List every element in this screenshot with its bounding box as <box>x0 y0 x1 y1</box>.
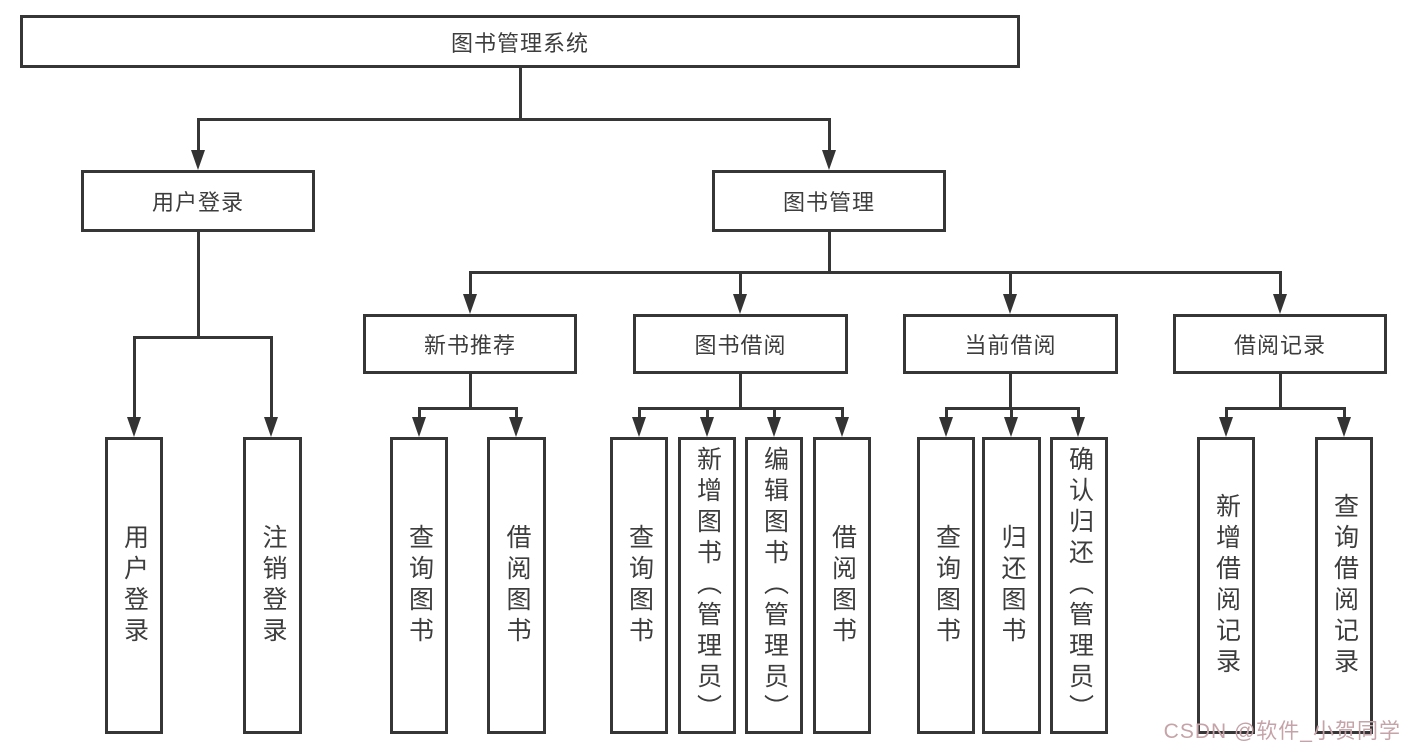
leaf-bb-edit-books-admin-label: 编辑图书（管理员） <box>760 446 789 725</box>
leaf-br-add-record-label: 新增借阅记录 <box>1212 492 1241 679</box>
arrow-down-icon <box>822 150 836 170</box>
leaf-cb-return-books: 归还图书 <box>982 437 1041 734</box>
node-borrow-records: 借阅记录 <box>1173 314 1387 374</box>
leaf-user-login-label: 用户登录 <box>120 523 149 648</box>
connector-drop-bb-borrow <box>841 407 844 419</box>
connector-borrow-records-bar <box>1225 407 1344 410</box>
arrow-down-icon <box>463 294 477 314</box>
leaf-bb-add-books-admin-label: 新增图书（管理员） <box>693 446 722 725</box>
arrow-down-icon <box>1273 294 1287 314</box>
arrow-down-icon <box>700 417 714 437</box>
leaf-nb-borrow-books: 借阅图书 <box>487 437 546 734</box>
connector-drop-cb-return <box>1010 407 1013 419</box>
leaf-br-query-record: 查询借阅记录 <box>1315 437 1373 734</box>
leaf-bb-borrow-books: 借阅图书 <box>813 437 871 734</box>
arrow-down-icon <box>127 417 141 437</box>
connector-book-borrow-bar <box>638 407 844 410</box>
leaf-nb-borrow-books-label: 借阅图书 <box>503 523 531 648</box>
leaf-bb-borrow-books-label: 借阅图书 <box>828 523 857 648</box>
connector-new-book-bar <box>418 407 518 410</box>
leaf-cb-confirm-return-admin: 确认归还（管理员） <box>1050 437 1108 734</box>
arrow-down-icon <box>412 417 426 437</box>
connector-root-stem <box>519 68 522 120</box>
arrow-down-icon <box>1004 417 1018 437</box>
node-root: 图书管理系统 <box>20 15 1020 68</box>
leaf-cb-return-books-label: 归还图书 <box>998 523 1026 648</box>
leaf-bb-query-books-label: 查询图书 <box>625 523 654 648</box>
arrow-down-icon <box>191 150 205 170</box>
node-current-borrow-label: 当前借阅 <box>964 333 1057 358</box>
connector-drop-new-book <box>469 271 472 296</box>
arrow-down-icon <box>835 417 849 437</box>
node-user-login-label: 用户登录 <box>151 190 244 215</box>
connector-new-book-stem <box>469 374 472 407</box>
connector-drop-user-login <box>197 118 200 154</box>
connector-user-login-bar <box>133 336 273 339</box>
node-book-borrow-label: 图书借阅 <box>694 333 787 358</box>
arrow-down-icon <box>1219 417 1233 437</box>
connector-drop-bb-add <box>706 407 709 419</box>
arrow-down-icon <box>939 417 953 437</box>
arrow-down-icon <box>632 417 646 437</box>
connector-book-borrow-stem <box>739 374 742 407</box>
connector-level3-bar <box>469 271 1281 274</box>
connector-current-borrow-stem <box>1009 374 1012 407</box>
leaf-nb-query-books: 查询图书 <box>390 437 448 734</box>
leaf-bb-add-books-admin: 新增图书（管理员） <box>678 437 736 734</box>
leaf-logout: 注销登录 <box>243 437 302 734</box>
node-current-borrow: 当前借阅 <box>903 314 1118 374</box>
connector-drop-nb-borrow <box>515 407 518 419</box>
arrow-down-icon <box>1337 417 1351 437</box>
connector-drop-br-add <box>1225 407 1228 419</box>
leaf-cb-query-books: 查询图书 <box>917 437 975 734</box>
csdn-watermark: CSDN @软件_小贺同学 <box>1163 720 1401 743</box>
node-root-label: 图书管理系统 <box>450 30 589 56</box>
leaf-br-add-record: 新增借阅记录 <box>1197 437 1255 734</box>
connector-drop-book-mgmt <box>828 118 831 154</box>
arrow-down-icon <box>264 417 278 437</box>
connector-drop-ul-login <box>133 336 136 419</box>
connector-drop-current-borrow <box>1009 271 1012 296</box>
connector-drop-ul-logout <box>270 336 273 419</box>
arrow-down-icon <box>1003 294 1017 314</box>
leaf-cb-confirm-return-admin-label: 确认归还（管理员） <box>1065 446 1094 725</box>
connector-drop-cb-query <box>945 407 948 419</box>
connector-level2-bar <box>197 118 831 121</box>
connector-drop-cb-confirm <box>1077 407 1080 419</box>
connector-user-login-stem <box>197 232 200 336</box>
connector-borrow-records-stem <box>1279 374 1282 407</box>
connector-drop-bb-edit <box>773 407 776 419</box>
connector-drop-nb-query <box>418 407 421 419</box>
node-user-login: 用户登录 <box>81 170 315 232</box>
arrow-down-icon <box>1071 417 1085 437</box>
connector-drop-book-borrow <box>739 271 742 296</box>
node-book-mgmt-label: 图书管理 <box>782 190 875 215</box>
leaf-nb-query-books-label: 查询图书 <box>405 523 434 648</box>
leaf-user-login: 用户登录 <box>105 437 163 734</box>
connector-drop-borrow-records <box>1279 271 1282 296</box>
arrow-down-icon <box>509 417 523 437</box>
leaf-br-query-record-label: 查询借阅记录 <box>1330 492 1359 679</box>
node-borrow-records-label: 借阅记录 <box>1233 333 1326 358</box>
leaf-bb-query-books: 查询图书 <box>610 437 668 734</box>
leaf-cb-query-books-label: 查询图书 <box>932 523 961 648</box>
arrow-down-icon <box>733 294 747 314</box>
connector-book-mgmt-stem <box>828 232 831 271</box>
leaf-bb-edit-books-admin: 编辑图书（管理员） <box>745 437 803 734</box>
node-book-borrow: 图书借阅 <box>633 314 848 374</box>
node-new-book-label: 新书推荐 <box>423 333 516 358</box>
leaf-logout-label: 注销登录 <box>259 523 287 648</box>
node-book-mgmt: 图书管理 <box>712 170 946 232</box>
node-new-book: 新书推荐 <box>363 314 577 374</box>
connector-drop-br-query <box>1343 407 1346 419</box>
arrow-down-icon <box>767 417 781 437</box>
connector-drop-bb-query <box>638 407 641 419</box>
